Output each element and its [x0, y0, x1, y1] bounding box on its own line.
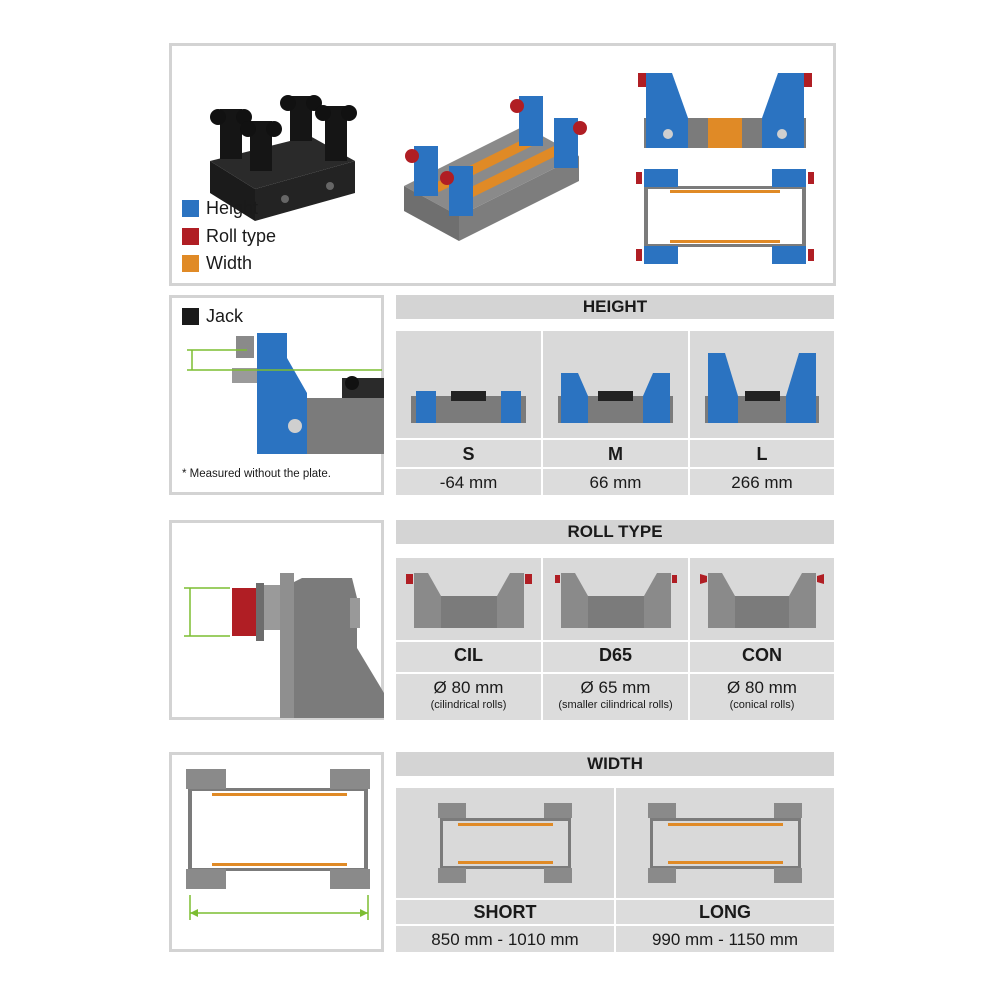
- height-l-illustration: [705, 353, 819, 423]
- option-code: D65: [598, 645, 633, 665]
- option-code: S: [462, 444, 475, 464]
- option-value: 66 mm: [589, 473, 642, 492]
- roll-type-header: ROLL TYPE: [396, 520, 834, 544]
- roll-detail-panel: [169, 520, 384, 720]
- option-value: 850 mm - 1010 mm: [431, 930, 579, 949]
- width-option-long-value: 990 mm - 1150 mm: [616, 926, 834, 952]
- option-value: 990 mm - 1150 mm: [651, 930, 799, 949]
- height-s-illustration: [411, 391, 526, 423]
- jack-3d-illustration: [210, 95, 357, 221]
- legend-label: Width: [206, 253, 253, 273]
- legend-item-roll-type: Roll type: [182, 226, 276, 247]
- height-option-l-image: [690, 331, 834, 438]
- width-option-short-image: [396, 788, 614, 898]
- legend-item-height: Height: [182, 198, 258, 219]
- option-value: Ø 80 mm: [727, 678, 797, 697]
- roll-detail-illustration: [184, 573, 384, 718]
- width-option-short-value: 850 mm - 1010 mm: [396, 926, 614, 952]
- height-option-m-label: M: [543, 440, 688, 467]
- roll-con-illustration: [700, 573, 824, 628]
- height-m-illustration: [558, 373, 673, 423]
- width-header: WIDTH: [396, 752, 834, 776]
- height-option-l-label: L: [690, 440, 834, 467]
- height-option-s-label: S: [396, 440, 541, 467]
- roll-option-con-label: CON: [690, 642, 834, 672]
- width-option-long-image: [616, 788, 834, 898]
- roll-option-d65-image: [543, 558, 688, 640]
- height-detail-panel: Jack * Measured without the plate.: [169, 295, 384, 495]
- legend-item-width: Width: [182, 253, 252, 274]
- option-code: LONG: [699, 902, 751, 922]
- roll-option-cil-value: Ø 80 mm (cilindrical rolls): [396, 674, 541, 720]
- option-value: -64 mm: [439, 473, 498, 492]
- option-value: 266 mm: [731, 473, 793, 492]
- colored-assembly-3d-illustration: [404, 96, 587, 241]
- roll-type-color-swatch: [182, 228, 199, 245]
- option-description: (cilindrical rolls): [430, 699, 507, 711]
- legend-label: Roll type: [206, 226, 277, 246]
- width-short-illustration: [438, 803, 572, 883]
- roll-option-con-value: Ø 80 mm (conical rolls): [690, 674, 834, 720]
- height-option-s-image: [396, 331, 541, 438]
- option-code: CIL: [454, 645, 483, 665]
- roll-option-con-image: [690, 558, 834, 640]
- front-view-illustration: [638, 73, 812, 148]
- height-option-m-image: [543, 331, 688, 438]
- option-description: (conical rolls): [729, 699, 795, 711]
- option-code: CON: [742, 645, 782, 665]
- roll-option-cil-image: [396, 558, 541, 640]
- legend-label: Jack: [206, 306, 244, 326]
- top-view-illustration: [636, 169, 814, 264]
- legend-label: Height: [206, 198, 259, 218]
- overview-panel: Height Roll type Width: [169, 43, 836, 286]
- option-description: (smaller cilindrical rolls): [558, 699, 673, 711]
- jack-color-swatch: [182, 308, 199, 325]
- roll-d65-illustration: [555, 573, 677, 628]
- option-code: L: [756, 444, 768, 464]
- height-detail-illustration: [187, 333, 384, 454]
- option-code: SHORT: [473, 902, 537, 922]
- width-long-illustration: [648, 803, 802, 883]
- option-value: Ø 65 mm: [580, 678, 651, 697]
- legend-item-jack: Jack: [182, 306, 243, 327]
- roll-option-d65-label: D65: [543, 642, 688, 672]
- height-option-s-value: -64 mm: [396, 469, 541, 495]
- height-color-swatch: [182, 200, 199, 217]
- width-option-long-label: LONG: [616, 900, 834, 924]
- height-option-l-value: 266 mm: [690, 469, 834, 495]
- width-detail-illustration: [186, 769, 370, 920]
- roll-cil-illustration: [406, 573, 532, 628]
- width-color-swatch: [182, 255, 199, 272]
- option-code: M: [608, 444, 623, 464]
- roll-option-d65-value: Ø 65 mm (smaller cilindrical rolls): [543, 674, 688, 720]
- height-note: * Measured without the plate.: [182, 468, 331, 480]
- width-option-short-label: SHORT: [396, 900, 614, 924]
- width-detail-panel: [169, 752, 384, 952]
- height-option-m-value: 66 mm: [543, 469, 688, 495]
- option-value: Ø 80 mm: [433, 678, 504, 697]
- height-header: HEIGHT: [396, 295, 834, 319]
- roll-option-cil-label: CIL: [396, 642, 541, 672]
